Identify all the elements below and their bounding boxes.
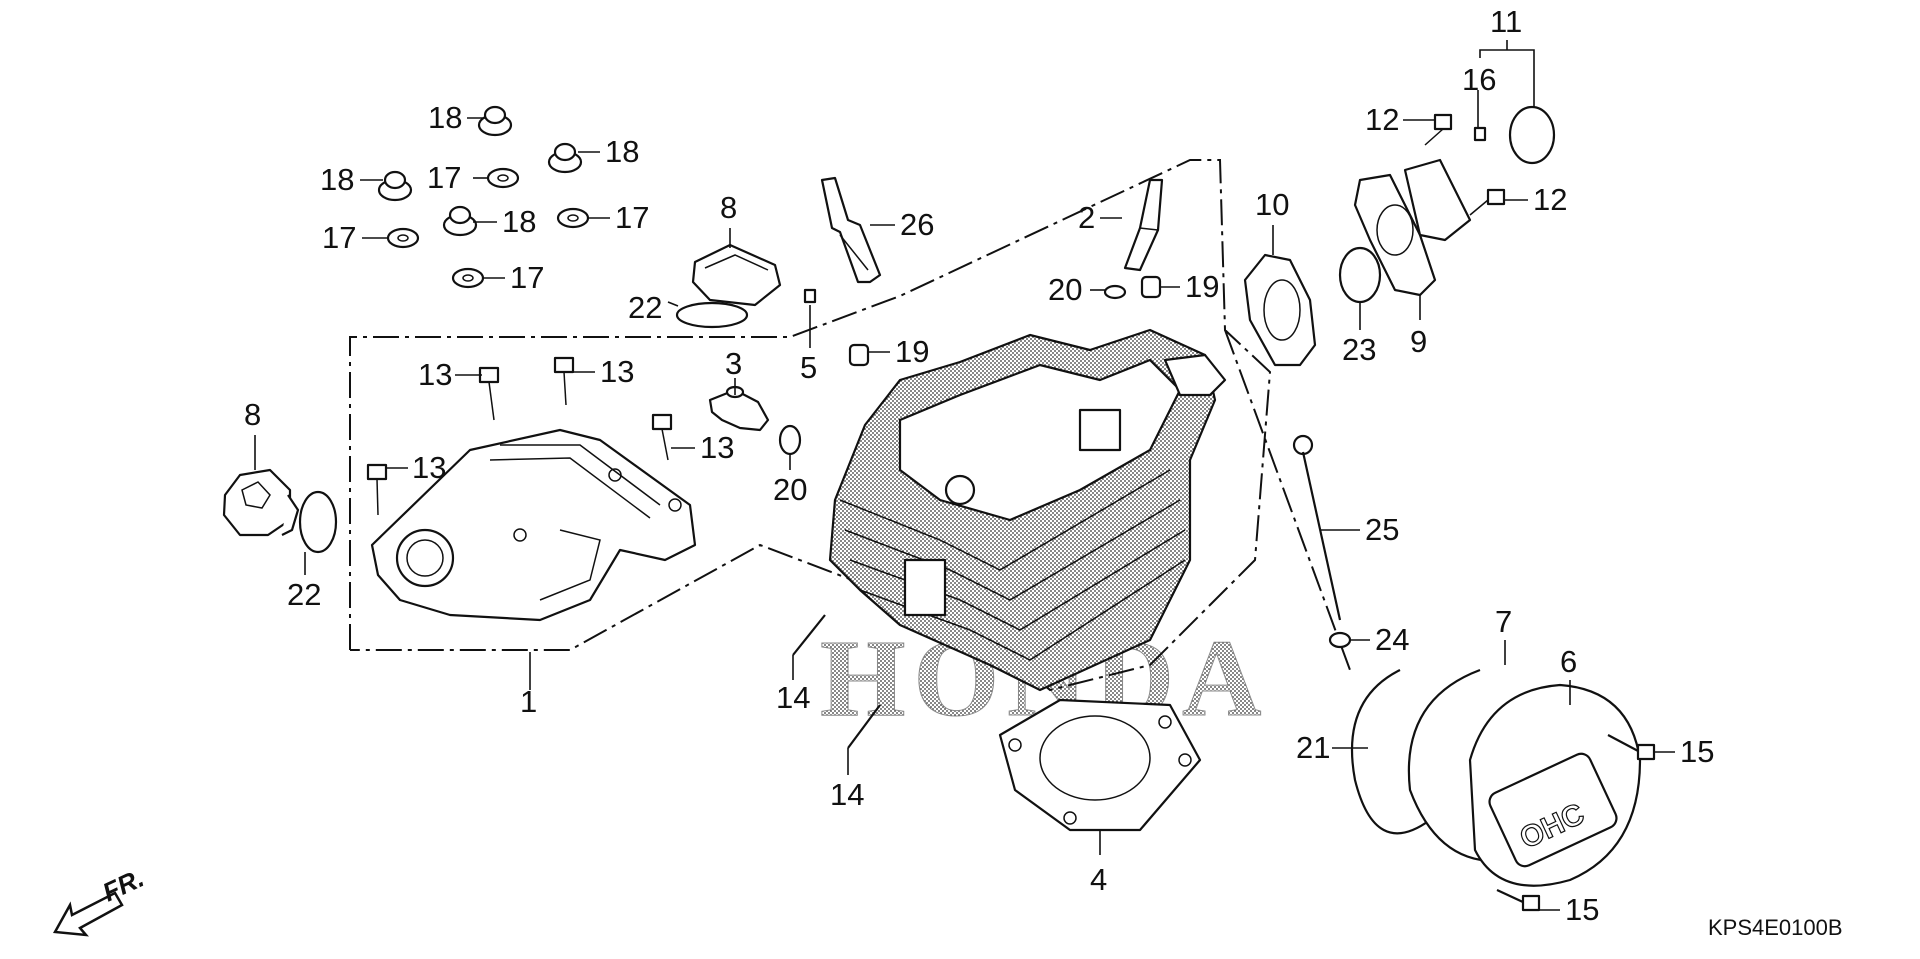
callout-22b: 22 xyxy=(628,290,662,325)
callout-11: 11 xyxy=(1490,4,1522,39)
cylinder-head-cover xyxy=(370,428,697,622)
stud-bolt-2 xyxy=(1123,178,1164,272)
stud-14-upper xyxy=(792,614,826,656)
cylinder-head xyxy=(828,328,1227,692)
callout-7: 7 xyxy=(1495,604,1512,639)
callout-labels: 1 2 3 4 5 6 7 8 8 9 10 11 12 12 13 13 13… xyxy=(244,4,1714,927)
callout-2: 2 xyxy=(1078,200,1095,235)
plug-5 xyxy=(803,288,817,304)
callout-24: 24 xyxy=(1375,622,1409,657)
callout-22a: 22 xyxy=(287,577,321,612)
callout-18d: 18 xyxy=(502,204,536,239)
diagram-code: KPS4E0100B xyxy=(1708,915,1843,940)
bolts-13 xyxy=(366,356,673,516)
side-cover-6: OHC xyxy=(1468,683,1642,887)
oil-filler-cap-left xyxy=(222,468,300,537)
callout-8b: 8 xyxy=(720,190,737,225)
callout-20b: 20 xyxy=(773,472,807,507)
oil-filler-cap-top xyxy=(691,243,782,307)
o-ring-22-left xyxy=(298,490,338,554)
bolt-15-lower xyxy=(1496,889,1541,912)
callout-6: 6 xyxy=(1560,644,1577,679)
callout-12b: 12 xyxy=(1533,182,1567,217)
washer-24 xyxy=(1328,631,1352,649)
assembly-outlines xyxy=(349,159,1351,692)
callout-25: 25 xyxy=(1365,512,1399,547)
callout-10: 10 xyxy=(1255,187,1289,222)
washer-20-right xyxy=(1103,284,1127,300)
callout-14a: 14 xyxy=(776,680,810,715)
callout-17c: 17 xyxy=(322,220,356,255)
callout-15a: 15 xyxy=(1680,734,1714,769)
callout-20a: 20 xyxy=(1048,272,1082,307)
callout-12a: 12 xyxy=(1365,102,1399,137)
temperature-sensor xyxy=(708,385,770,432)
callout-3: 3 xyxy=(725,346,742,381)
screw-16 xyxy=(1473,126,1487,142)
callout-17a: 17 xyxy=(427,160,461,195)
callout-17b: 17 xyxy=(615,200,649,235)
callout-21: 21 xyxy=(1296,730,1330,765)
callout-18b: 18 xyxy=(320,162,354,197)
callout-16: 16 xyxy=(1462,62,1496,97)
callout-15b: 15 xyxy=(1565,892,1599,927)
washers-17 xyxy=(386,167,590,289)
o-ring-22-top xyxy=(675,301,749,329)
callout-4: 4 xyxy=(1090,862,1107,897)
insulator-gasket-10 xyxy=(1243,253,1317,367)
bolt-12-lower xyxy=(1469,188,1506,216)
dowel-19-left xyxy=(848,343,870,367)
callout-18c: 18 xyxy=(605,134,639,169)
cap-nuts-18 xyxy=(377,105,583,237)
leader-lines xyxy=(254,40,1675,911)
callout-9: 9 xyxy=(1410,324,1427,359)
hose-clamp-11 xyxy=(1508,105,1556,165)
callout-23: 23 xyxy=(1342,332,1376,367)
callout-19a: 19 xyxy=(895,334,929,369)
callout-18a: 18 xyxy=(428,100,462,135)
callout-5: 5 xyxy=(800,350,817,385)
callout-17d: 17 xyxy=(510,260,544,295)
callout-26: 26 xyxy=(900,207,934,242)
stud-14-lower xyxy=(847,704,881,749)
o-ring-23 xyxy=(1338,246,1382,304)
callout-13d: 13 xyxy=(412,450,446,485)
callout-13c: 13 xyxy=(700,430,734,465)
stud-bolt-25 xyxy=(1292,434,1342,621)
callout-13b: 13 xyxy=(600,354,634,389)
dowel-19-right xyxy=(1140,275,1162,299)
callout-19b: 19 xyxy=(1185,269,1219,304)
front-direction-marker: FR. xyxy=(52,863,149,937)
spark-plug xyxy=(820,176,882,284)
washer-20-left xyxy=(778,424,802,456)
bolt-12-upper xyxy=(1424,113,1453,146)
callout-14b: 14 xyxy=(830,777,864,812)
front-arrow-icon xyxy=(52,891,124,937)
callout-1: 1 xyxy=(520,684,537,719)
callout-13a: 13 xyxy=(418,357,452,392)
cylinder-head-gasket xyxy=(998,698,1202,832)
callout-8a: 8 xyxy=(244,397,261,432)
